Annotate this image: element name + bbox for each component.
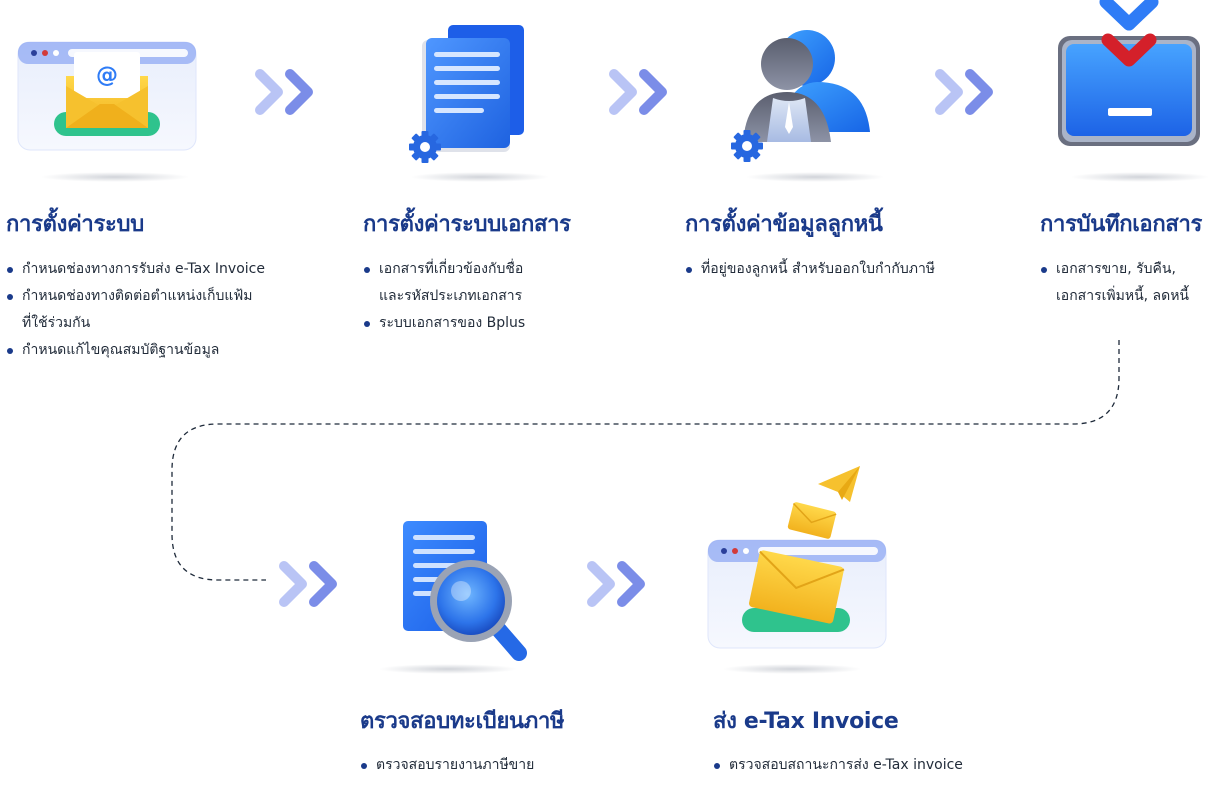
step-2-title: การตั้งค่าระบบเอกสาร (363, 212, 571, 237)
list-item: กำหนดแก้ไขคุณสมบัติฐานข้อมูล (6, 337, 265, 364)
step-2-bullets: เอกสารที่เกี่ยวข้องกับชื่อและรหัสประเภทเ… (363, 256, 525, 337)
send-mail-icon (707, 466, 887, 649)
list-item: ระบบเอกสารของ Bplus (363, 310, 525, 337)
step-5-bullet-1: ตรวจสอบรายงานภาษีขาย (376, 757, 535, 773)
document-settings-icon (409, 25, 524, 163)
step-2-shadow (410, 172, 550, 182)
step-2-illustration (400, 20, 540, 180)
list-item: กำหนดช่องทางติดต่อตำแหน่งเก็บแฟ้มที่ใช้ร… (6, 283, 265, 337)
list-item: เอกสารขาย, รับคืน, เอกสารเพิ่มหนี้, ลดหนี… (1040, 256, 1189, 310)
step-4-shadow (1070, 172, 1210, 182)
step-5-title: ตรวจสอบทะเบียนภาษี (360, 709, 565, 734)
list-item: ที่อยู่ของลูกหนี้ สำหรับออกใบกำกับภาษี (685, 256, 935, 283)
step-1-bullet-2: กำหนดช่องทางติดต่อตำแหน่งเก็บแฟ้ม (22, 288, 253, 304)
svg-text:@: @ (96, 63, 118, 88)
list-item: กำหนดช่องทางการรับส่ง e-Tax Invoice (6, 256, 265, 283)
step-1-illustration: @ (10, 30, 210, 180)
step-4-illustration (1050, 0, 1210, 180)
step-6-title: ส่ง e-Tax Invoice (713, 709, 899, 734)
step-3-title: การตั้งค่าข้อมูลลูกหนี้ (685, 212, 883, 237)
arrow-2-icon (609, 69, 667, 115)
step-4-bullet-1: เอกสารขาย, รับคืน, (1056, 261, 1176, 277)
document-search-icon (403, 521, 527, 661)
save-download-icon (1058, 0, 1200, 146)
list-item: ตรวจสอบสถานะการส่ง e-Tax invoice (713, 752, 963, 779)
step-3-illustration (725, 22, 885, 182)
step-5-bullets: ตรวจสอบรายงานภาษีขาย (360, 752, 534, 779)
step-4-bullets: เอกสารขาย, รับคืน, เอกสารเพิ่มหนี้, ลดหนี… (1040, 256, 1189, 310)
step-5-shadow (378, 664, 518, 674)
step-3-bullets: ที่อยู่ของลูกหนี้ สำหรับออกใบกำกับภาษี (685, 256, 935, 283)
step-6-illustration (700, 462, 895, 672)
step-1-bullets: กำหนดช่องทางการรับส่ง e-Tax Invoice กำหน… (6, 256, 265, 364)
step-6-bullets: ตรวจสอบสถานะการส่ง e-Tax invoice (713, 752, 963, 779)
arrow-5-icon (587, 561, 645, 607)
list-item: เอกสารที่เกี่ยวข้องกับชื่อและรหัสประเภทเ… (363, 256, 525, 310)
step-1-bullet-3: กำหนดแก้ไขคุณสมบัติฐานข้อมูล (22, 342, 220, 358)
step-5-illustration (395, 515, 540, 675)
arrow-1-icon (255, 69, 313, 115)
arrow-4-icon (279, 561, 337, 607)
email-envelope-icon: @ (17, 41, 197, 151)
step-3-shadow (745, 172, 885, 182)
step-6-bullet-1: ตรวจสอบสถานะการส่ง e-Tax invoice (729, 757, 963, 773)
step-1-bullet-1: กำหนดช่องทางการรับส่ง e-Tax Invoice (22, 261, 265, 277)
arrow-3-icon (935, 69, 993, 115)
step-1-bullet-2-line-2: ที่ใช้ร่วมกัน (22, 315, 91, 331)
list-item: ตรวจสอบรายงานภาษีขาย (360, 752, 534, 779)
customer-settings-icon (731, 30, 870, 162)
step-2-bullet-2: ระบบเอกสารของ Bplus (379, 315, 526, 331)
step-3-bullet-1: ที่อยู่ของลูกหนี้ สำหรับออกใบกำกับภาษี (701, 261, 936, 277)
step-4-bullet-1-line-2: เอกสารเพิ่มหนี้, ลดหนี้ (1056, 288, 1190, 304)
step-2-bullet-1: เอกสารที่เกี่ยวข้องกับชื่อ (379, 261, 524, 277)
step-4-title: การบันทึกเอกสาร (1040, 212, 1203, 237)
step-6-shadow (722, 664, 862, 674)
step-1-shadow (40, 172, 190, 182)
step-2-bullet-1-line-2: และรหัสประเภทเอกสาร (379, 288, 523, 304)
step-1-title: การตั้งค่าระบบ (6, 212, 144, 237)
